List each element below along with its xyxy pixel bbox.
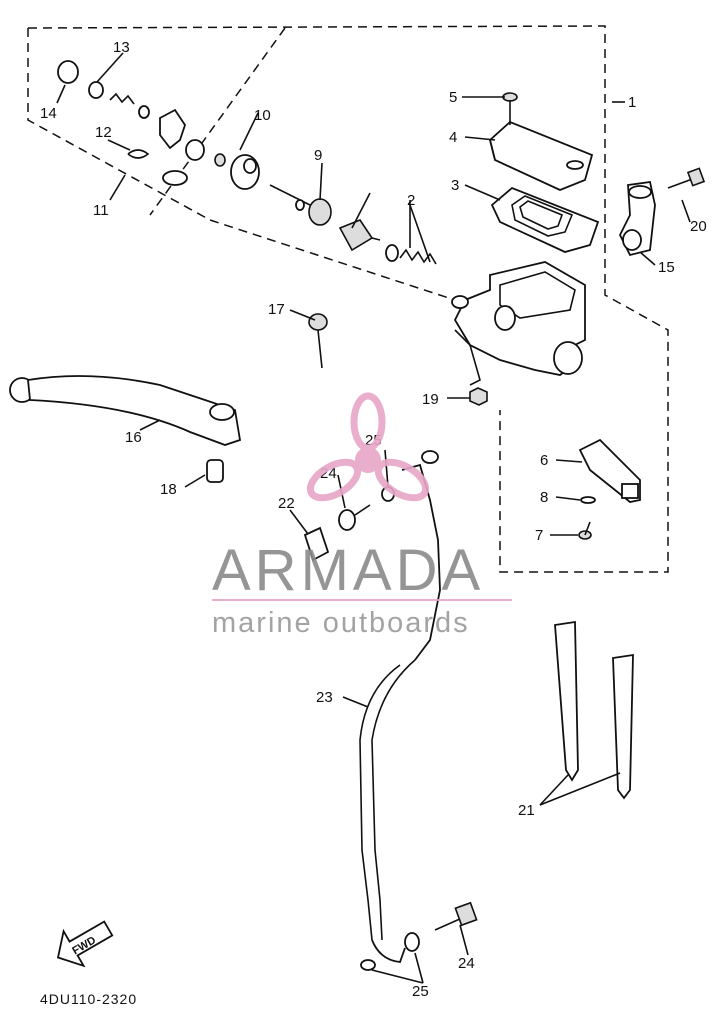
callout-9: 9: [314, 147, 322, 164]
union-bolt-lower: [360, 901, 478, 971]
handlebar-clamp: [618, 180, 656, 257]
callout-25-lower: 25: [412, 983, 429, 1000]
callout-13: 13: [113, 39, 130, 56]
callout-24-lower: 24: [458, 955, 475, 972]
callout-19: 19: [422, 391, 439, 408]
master-cylinder-body: [451, 261, 586, 386]
armada-watermark: ARMADA marine outboards: [212, 392, 512, 639]
cap-screw: [502, 92, 518, 125]
watermark-tagline: marine outboards: [212, 607, 470, 639]
callout-1: 1: [628, 94, 636, 111]
reservoir-diaphragm: [490, 186, 600, 253]
diagram-code: 4DU110-2320: [40, 991, 137, 1007]
callout-5: 5: [449, 89, 457, 106]
watermark-brand: ARMADA: [212, 538, 484, 603]
piston-kit: [338, 219, 437, 265]
callout-20: 20: [690, 218, 707, 235]
switch-screw-washer: [578, 496, 596, 540]
cable-ties: [554, 620, 634, 800]
leader-lines: [56, 52, 691, 984]
dust-boot: [214, 153, 260, 190]
forward-arrow-badge: FWD: [56, 920, 114, 968]
brake-lever: [9, 375, 242, 446]
assembly-boundary-dashed: [27, 25, 669, 573]
brake-hose: [359, 463, 441, 963]
callout-16: 16: [125, 429, 142, 446]
lever-pivot-hardware: [57, 60, 205, 186]
callout-23: 23: [316, 689, 333, 706]
callout-4: 4: [449, 129, 457, 146]
pivot-nut: [469, 387, 488, 406]
brake-light-switch: [578, 438, 641, 503]
lever-pivot-bolt: [308, 313, 328, 369]
reservoir-cap: [488, 120, 594, 191]
callout-labels: 1 2 3 4 5 6 7 8 9 10 11 12 13 14 15 16 1…: [40, 39, 707, 1000]
callout-17: 17: [268, 301, 285, 318]
union-bolt-upper: [303, 450, 439, 562]
callout-18: 18: [160, 481, 177, 498]
clamp-bolt: [667, 167, 706, 189]
callout-7: 7: [535, 527, 543, 544]
callout-10: 10: [254, 107, 271, 124]
callout-2: 2: [407, 192, 415, 209]
callout-6: 6: [540, 452, 548, 469]
callout-21: 21: [518, 802, 535, 819]
push-rod: [269, 184, 332, 226]
callout-3: 3: [451, 177, 459, 194]
callout-12: 12: [95, 124, 112, 141]
callout-11: 11: [93, 202, 109, 219]
callout-22: 22: [278, 495, 295, 512]
lever-bushing: [206, 459, 224, 483]
callout-14: 14: [40, 105, 57, 122]
callout-8: 8: [540, 489, 548, 506]
callout-15: 15: [658, 259, 675, 276]
